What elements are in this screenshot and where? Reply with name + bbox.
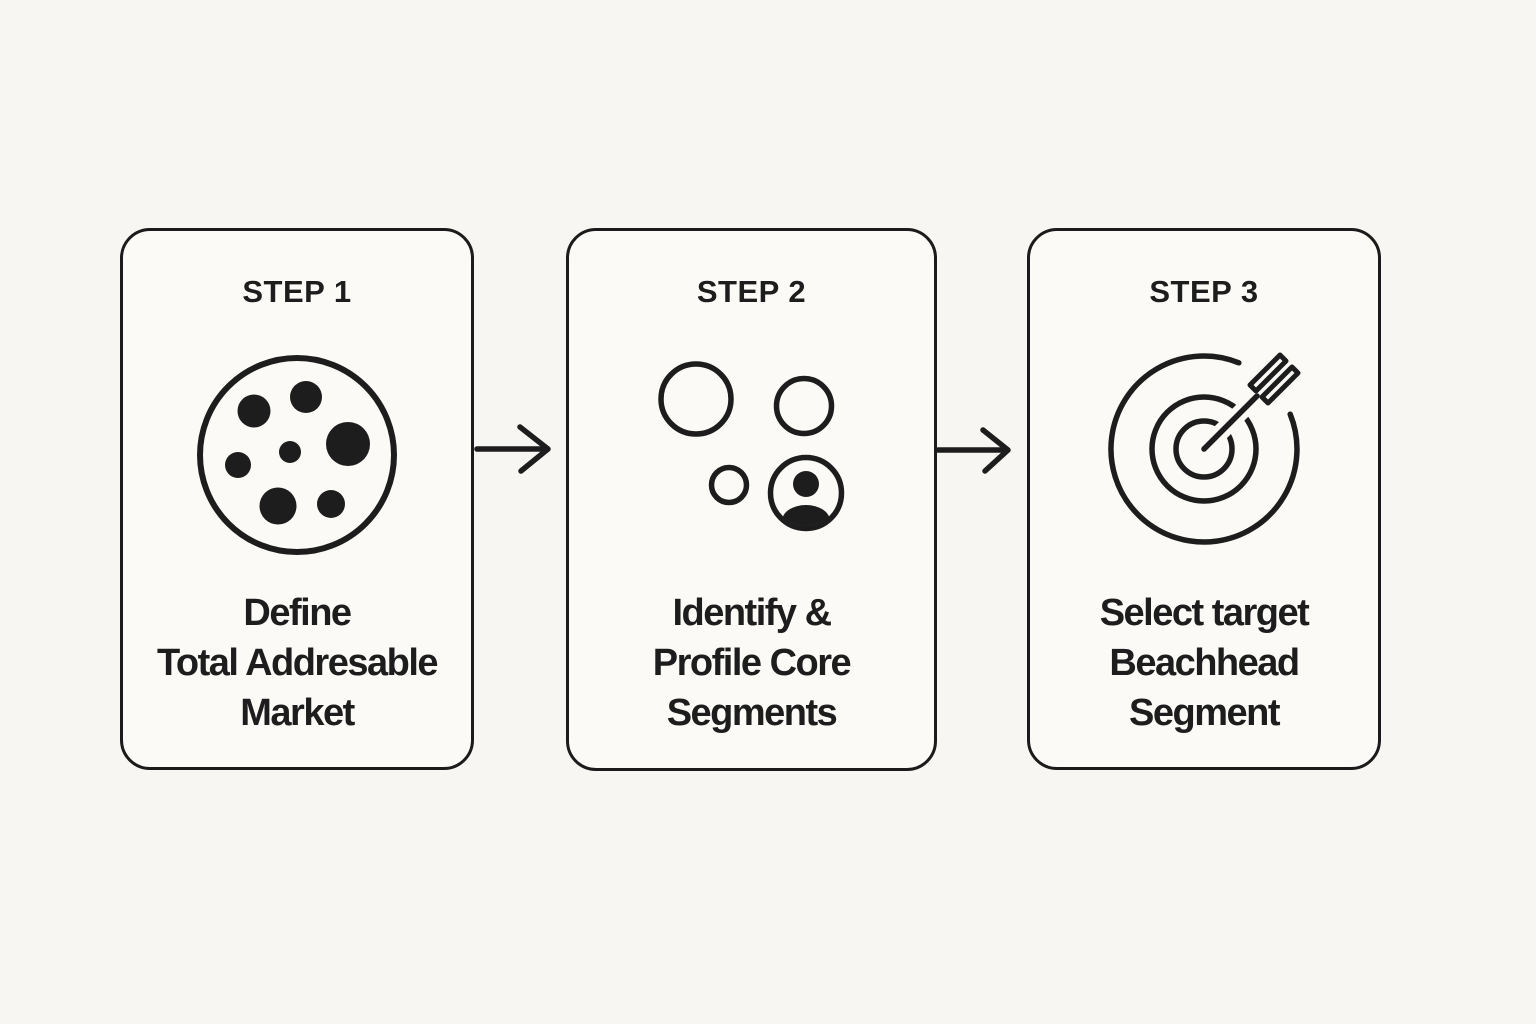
step-2-caption: Identify & Profile Core Segments — [569, 588, 934, 738]
caption-line: Segments — [666, 692, 838, 734]
step-1-caption: Define Total Addresable Market — [123, 588, 471, 738]
caption-line: Total Addresable — [156, 642, 439, 684]
step-1-heading: STEP 1 — [242, 274, 352, 309]
caption-line: Market — [240, 692, 355, 734]
caption-line: Identify & — [672, 592, 832, 634]
segment-circles-person-icon — [654, 357, 850, 535]
step-3-caption: Select target Beachhead Segment — [1030, 588, 1378, 738]
flow-arrow-right-icon — [474, 419, 554, 479]
caption-line: Beachhead — [1109, 642, 1300, 684]
step-2-heading: STEP 2 — [696, 274, 807, 309]
flow-arrow-right-icon — [934, 420, 1014, 480]
step-3-heading: STEP 3 — [1149, 274, 1259, 309]
target-dart-icon — [1098, 347, 1310, 551]
caption-line: Profile Core — [652, 642, 852, 684]
step-card-3: STEP 3 Select target Beachhead Segment — [1027, 228, 1381, 770]
person-silhouette — [781, 471, 830, 526]
tam-dot-cluster-icon — [191, 349, 403, 561]
caption-line: Define — [243, 592, 352, 634]
step-card-1: STEP 1 Define Total Addresable Market — [120, 228, 474, 770]
caption-line: Segment — [1129, 692, 1280, 734]
step-card-2: STEP 2 Identify & Profile Core Segments — [566, 228, 937, 771]
caption-line: Select target — [1099, 592, 1310, 634]
